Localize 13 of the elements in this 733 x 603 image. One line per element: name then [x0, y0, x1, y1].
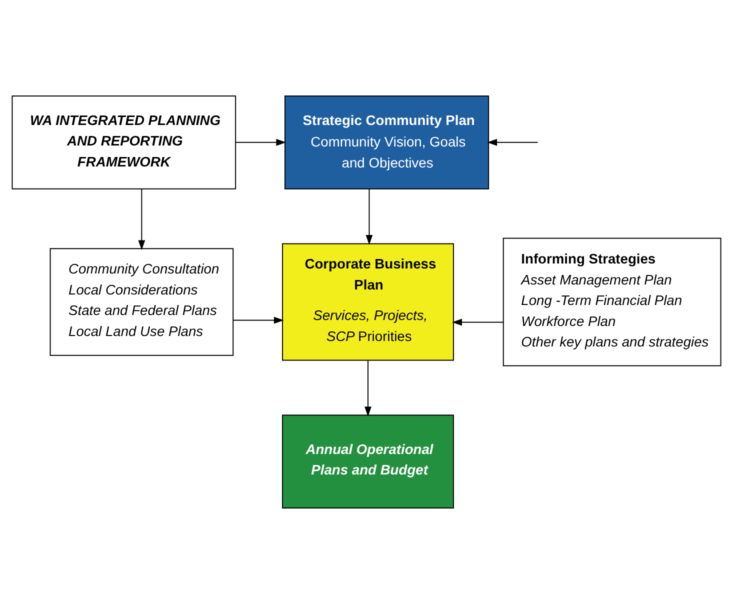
arrow: [235, 138, 286, 146]
node-box: Informing Strategies Asset Management Plan Long -Term Financial Plan Workforce Plan Other key plans and strategies: [502, 237, 722, 366]
arrow: [232, 316, 284, 324]
node-box: WA INTEGRATED PLANNING AND REPORTING FRAMEWORK: [12, 94, 236, 189]
arrow: [452, 318, 504, 326]
node-box: Annual Operational Plans and Budget: [282, 414, 454, 508]
arrow: [366, 188, 373, 244]
arrow: [138, 188, 146, 250]
node-box: Corporate Business Plan Services, Projects, SCP Priorities: [282, 242, 454, 360]
arrow: [364, 360, 372, 416]
node-box: Community Consultation Local Considerations State and Federal Plans Local Land Use Plans: [50, 248, 234, 356]
node-box: Strategic Community Plan Community Vision, Goals and Objectives: [284, 94, 490, 189]
arrow: [487, 138, 538, 146]
